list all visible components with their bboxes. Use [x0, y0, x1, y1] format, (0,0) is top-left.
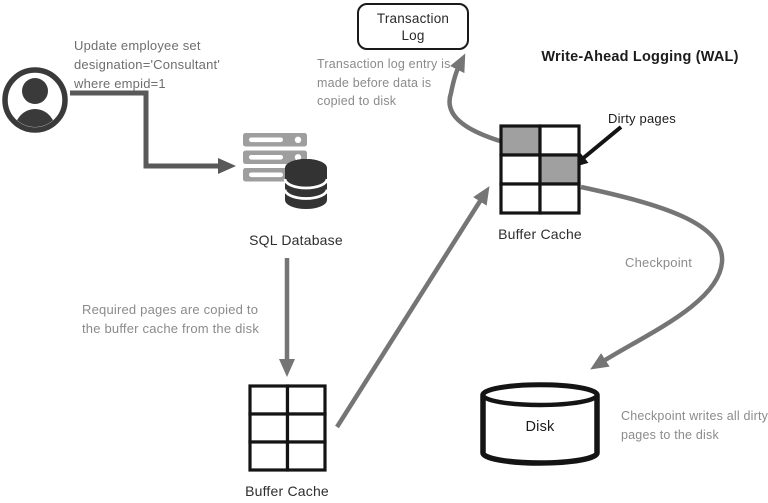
dirty-pages-label: Dirty pages	[608, 111, 676, 126]
database-cylinder-icon	[283, 159, 329, 209]
transaction-log-node: Transaction Log	[357, 3, 469, 50]
required-pages-note: Required pages are copied to the buffer …	[82, 302, 260, 336]
user-to-database-arrow	[70, 90, 236, 174]
user-icon	[2, 67, 68, 133]
dirty-pages-arrow	[571, 125, 623, 168]
disk-icon	[480, 382, 600, 466]
log-entry-note: Transaction log entry is made before dat…	[317, 57, 451, 108]
checkpoint-writes-note: Checkpoint writes all dirty pages to the…	[621, 409, 768, 442]
sql-database-label: SQL Database	[249, 232, 343, 248]
diagram-title: Write-Ahead Logging (WAL)	[541, 49, 739, 65]
checkpoint-arrow	[580, 184, 725, 370]
buffer-to-buffer-arrow	[335, 186, 490, 429]
sql-query-text: Update employee set designation='Consult…	[74, 38, 221, 91]
disk-label: Disk	[525, 419, 555, 435]
buffer-to-log-arrow	[447, 53, 501, 144]
buffer-cache-top-label: Buffer Cache	[498, 226, 582, 242]
checkpoint-label: Checkpoint	[625, 255, 693, 270]
buffer-cache-top-grid	[499, 124, 581, 215]
transaction-log-label: Transaction Log	[376, 10, 450, 43]
buffer-cache-bottom-grid	[248, 384, 327, 472]
buffer-cache-bottom-label: Buffer Cache	[245, 483, 329, 499]
